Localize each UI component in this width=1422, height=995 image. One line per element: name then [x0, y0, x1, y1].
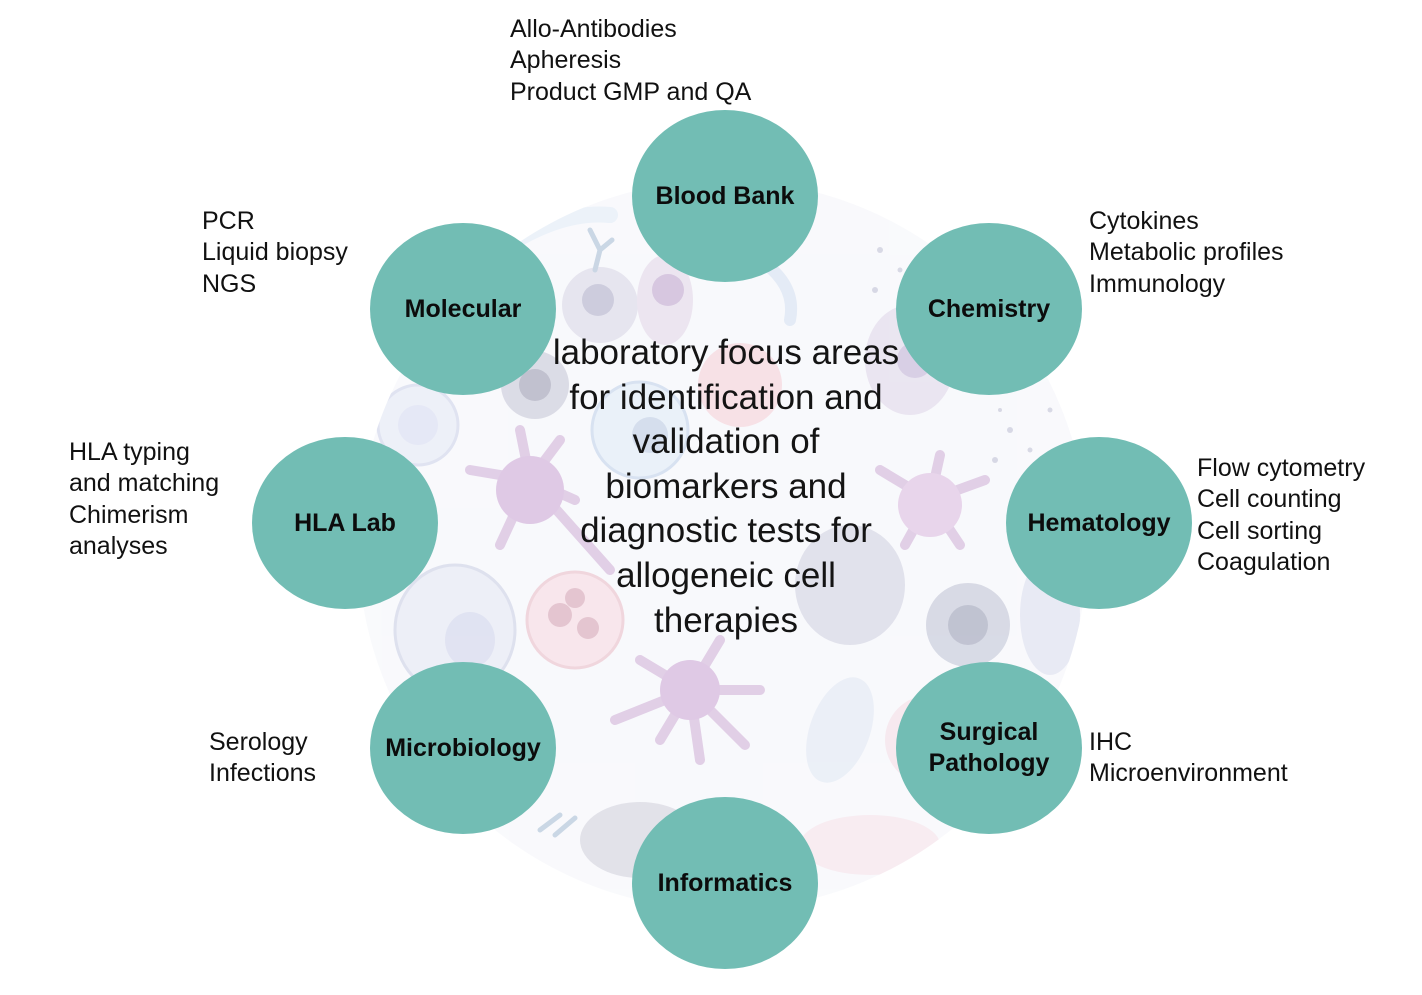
list-item: Allo-Antibodies [510, 15, 677, 43]
list-item: Liquid biopsy [202, 238, 348, 267]
node-informatics: Informatics [632, 797, 818, 969]
node-label: Informatics [657, 868, 793, 897]
node-label: Microbiology [385, 733, 541, 762]
list-item: Product GMP and QA [510, 77, 752, 106]
node-label: Molecular [404, 294, 522, 323]
hematology-list: Flow cytometry Cell counting Cell sortin… [1197, 453, 1365, 578]
node-blood-bank: Blood Bank [632, 110, 818, 282]
node-molecular: Molecular [370, 223, 556, 395]
blood-bank-list: Allo-Antibodies Apheresis Product GMP an… [510, 14, 751, 108]
list-item: Coagulation [1197, 547, 1331, 576]
microbiology-list: Serology Infections [209, 727, 316, 790]
molecular-list: PCR Liquid biopsy NGS [202, 206, 348, 300]
list-item: Cell sorting [1197, 516, 1323, 545]
list-item: Cell counting [1197, 485, 1342, 514]
list-item: IHC [1089, 728, 1133, 756]
chemistry-list: Cytokines Metabolic profiles Immunology [1089, 206, 1284, 300]
node-label: Blood Bank [655, 181, 795, 210]
node-microbiology: Microbiology [370, 662, 556, 834]
node-label: Surgical Pathology [928, 718, 1050, 777]
list-item: Cytokines [1089, 207, 1199, 235]
list-item: Apheresis [510, 46, 622, 75]
node-label: Chemistry [927, 294, 1051, 323]
hla-lab-list: HLA typing and matching Chimerism analys… [69, 437, 219, 562]
list-item: HLA typing [69, 438, 190, 466]
surgical-pathology-list: IHC Microenvironment [1089, 727, 1288, 790]
list-item: Infections [209, 759, 317, 788]
list-item: Flow cytometry [1197, 454, 1366, 482]
node-hla-lab: HLA Lab [252, 437, 438, 609]
list-item: Microenvironment [1089, 759, 1288, 788]
node-label: Hematology [1027, 508, 1171, 537]
list-item: Metabolic profiles [1089, 238, 1284, 267]
node-hematology: Hematology [1006, 437, 1192, 609]
list-item: Serology [209, 728, 308, 756]
list-item: NGS [202, 269, 257, 298]
list-item: Chimerism [69, 500, 189, 529]
list-item: analyses [69, 531, 168, 560]
center-title: laboratory focus areas for identificatio… [552, 333, 900, 640]
node-chemistry: Chemistry [896, 223, 1082, 395]
list-item: Immunology [1089, 269, 1226, 298]
list-item: PCR [202, 207, 255, 235]
list-item: and matching [69, 469, 220, 498]
node-label: HLA Lab [294, 508, 396, 537]
node-surgical-pathology: Surgical Pathology [896, 662, 1082, 834]
